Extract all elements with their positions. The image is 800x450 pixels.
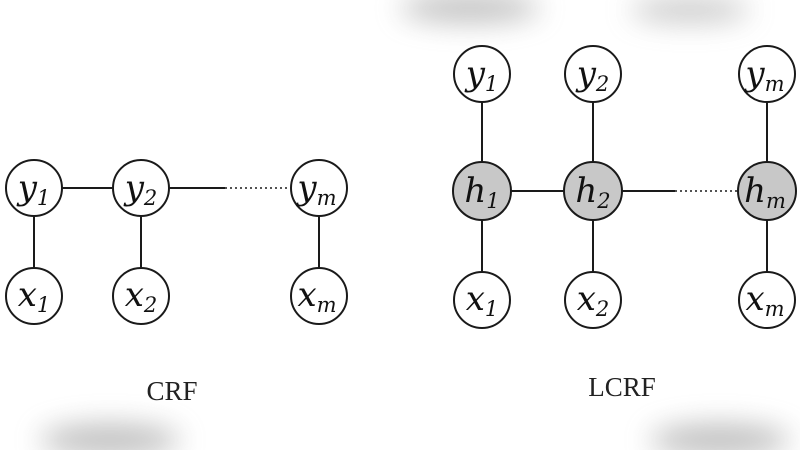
- node-letter: x: [577, 279, 596, 319]
- node-subscript: m: [317, 293, 337, 317]
- crf-diagram: y1 y2 ym x1 x2: [5, 159, 348, 406]
- lcrf-node-y2: y2: [564, 45, 622, 103]
- node-letter: x: [297, 275, 316, 315]
- svg-text:hm: hm: [744, 171, 786, 213]
- node-subscript: 2: [143, 186, 157, 210]
- svg-text:y2: y2: [575, 54, 610, 96]
- node-subscript: 1: [485, 297, 498, 321]
- node-subscript: 2: [596, 189, 610, 213]
- svg-text:ym: ym: [743, 54, 784, 96]
- node-letter: x: [745, 279, 764, 319]
- svg-text:h1: h1: [464, 171, 499, 213]
- svg-text:h2: h2: [575, 171, 610, 213]
- node-letter: y: [743, 54, 765, 94]
- lcrf-node-ym: ym: [738, 45, 796, 103]
- lcrf-node-x1: x1: [453, 271, 511, 329]
- node-letter: y: [464, 54, 486, 94]
- svg-text:x1: x1: [466, 279, 499, 321]
- svg-text:x1: x1: [18, 275, 51, 317]
- node-letter: h: [744, 171, 766, 211]
- crf-node-x2: x2: [112, 267, 170, 325]
- lcrf-node-h2: h2: [563, 161, 623, 221]
- node-subscript: 1: [485, 72, 498, 96]
- node-letter: x: [18, 275, 37, 315]
- svg-text:y1: y1: [16, 168, 51, 210]
- lcrf-node-h1: h1: [452, 161, 512, 221]
- crf-node-y1: y1: [5, 159, 63, 217]
- crf-node-y2: y2: [112, 159, 170, 217]
- node-letter: y: [575, 54, 597, 94]
- node-subscript: m: [765, 297, 785, 321]
- node-subscript: 2: [595, 297, 609, 321]
- lcrf-node-hm: hm: [737, 161, 797, 221]
- crf-caption: CRF: [146, 376, 197, 406]
- node-letter: y: [295, 168, 317, 208]
- node-subscript: 1: [486, 189, 499, 213]
- node-letter: h: [575, 171, 597, 211]
- lcrf-node-x2: x2: [564, 271, 622, 329]
- lcrf-caption: LCRF: [588, 372, 656, 402]
- svg-text:ym: ym: [295, 168, 336, 210]
- node-subscript: m: [317, 186, 337, 210]
- crf-node-x1: x1: [5, 267, 63, 325]
- node-subscript: m: [765, 72, 785, 96]
- crf-node-xm: xm: [290, 267, 348, 325]
- node-letter: y: [16, 168, 38, 208]
- svg-text:y1: y1: [464, 54, 499, 96]
- node-subscript: m: [766, 189, 786, 213]
- svg-text:xm: xm: [745, 279, 784, 321]
- crf-node-ym: ym: [290, 159, 348, 217]
- node-letter: h: [464, 171, 486, 211]
- svg-text:xm: xm: [297, 275, 336, 317]
- lcrf-node-y1: y1: [453, 45, 511, 103]
- node-subscript: 1: [37, 293, 50, 317]
- background-smudges: [40, 0, 790, 450]
- svg-text:x2: x2: [577, 279, 610, 321]
- lcrf-diagram: y1 y2 ym h1 h2: [452, 45, 797, 402]
- node-subscript: 2: [595, 72, 609, 96]
- node-letter: y: [123, 168, 145, 208]
- node-subscript: 2: [143, 293, 157, 317]
- node-letter: x: [466, 279, 485, 319]
- svg-text:x2: x2: [125, 275, 158, 317]
- svg-text:y2: y2: [123, 168, 158, 210]
- node-subscript: 1: [37, 186, 50, 210]
- lcrf-node-xm: xm: [738, 271, 796, 329]
- node-letter: x: [125, 275, 144, 315]
